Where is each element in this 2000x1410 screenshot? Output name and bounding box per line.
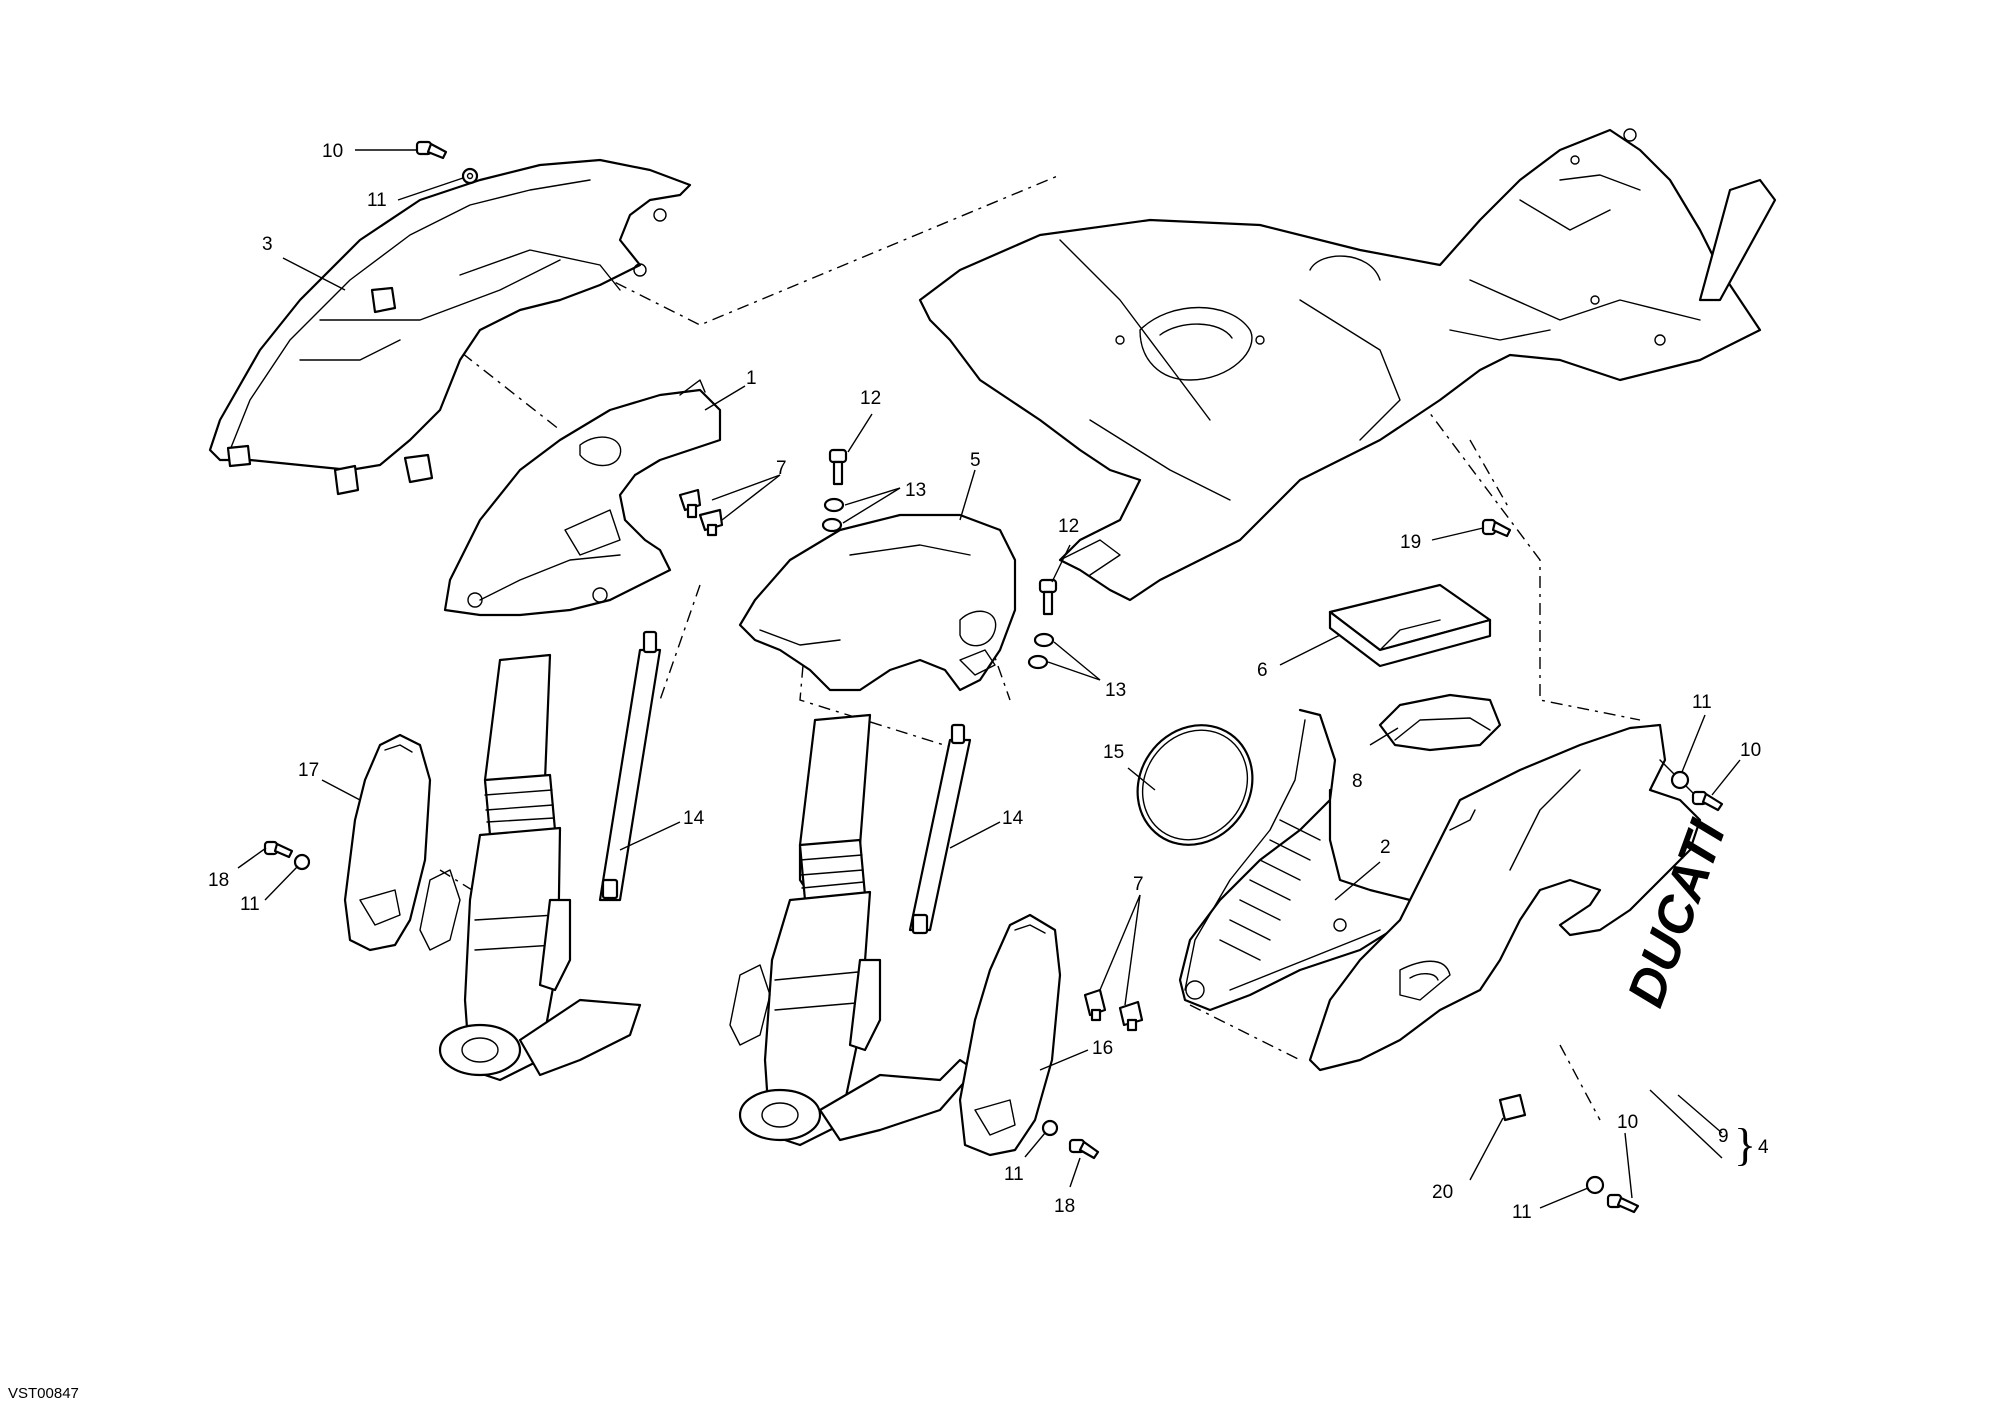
callout-14: 14 <box>683 808 705 829</box>
part-16-fork-guard-right <box>958 913 1062 1157</box>
washer-11-left <box>293 853 311 871</box>
callout-11: 11 <box>367 190 387 211</box>
callout-11: 11 <box>1004 1164 1024 1185</box>
callout-9: 9 <box>1718 1126 1729 1147</box>
clip-7-d <box>1118 1000 1144 1032</box>
screw-18-right <box>1068 1138 1100 1160</box>
callout-18: 18 <box>208 870 229 891</box>
callout-brace: } <box>1734 1119 1756 1170</box>
callout-16: 16 <box>1092 1038 1113 1059</box>
callout-7: 7 <box>1133 874 1144 895</box>
part-5-front-mudguard <box>738 513 1017 692</box>
callout-13: 13 <box>905 480 926 501</box>
washer-11-bottom <box>1585 1175 1605 1195</box>
callout-20: 20 <box>1432 1182 1453 1203</box>
washer-13-upper-a <box>823 497 845 513</box>
callout-3: 3 <box>262 234 273 255</box>
callout-12: 12 <box>1058 516 1079 537</box>
callout-2: 2 <box>1380 837 1391 858</box>
callout-6: 6 <box>1257 660 1268 681</box>
callout-17: 17 <box>298 760 319 781</box>
right-fork-assembly <box>729 713 977 1147</box>
washer-11-top <box>461 167 479 185</box>
washer-13-lower-b <box>1027 654 1049 670</box>
clip-7-c <box>1083 988 1107 1022</box>
part-15-seal-ring <box>1136 724 1254 846</box>
callout-10: 10 <box>1617 1112 1638 1133</box>
washer-13-lower-a <box>1033 632 1055 648</box>
screw-10-top <box>415 140 448 160</box>
washer-13-upper-b <box>821 517 843 533</box>
screw-12-upper <box>828 448 848 486</box>
left-fork-assembly <box>419 630 662 1082</box>
frame-subframe <box>918 128 1777 602</box>
callout-labels: 10 11 3 1 7 12 13 5 12 13 19 6 17 18 11 … <box>208 141 1769 1223</box>
callout-14: 14 <box>1002 808 1024 829</box>
callout-10: 10 <box>1740 740 1761 761</box>
part-3-upper-fairing <box>208 158 692 496</box>
callout-11: 11 <box>1512 1202 1532 1223</box>
callout-18: 18 <box>1054 1196 1075 1217</box>
callout-7: 7 <box>776 458 787 479</box>
part-1-fairing-piece <box>443 379 722 617</box>
callout-19: 19 <box>1400 532 1421 553</box>
washer-11-right-upper <box>1670 770 1690 790</box>
clip-20 <box>1498 1093 1527 1122</box>
callout-11: 11 <box>1692 692 1712 713</box>
callout-1: 1 <box>746 368 757 389</box>
drawing-code: VST00847 <box>8 1385 79 1402</box>
callout-11: 11 <box>240 894 260 915</box>
hardware <box>263 140 1724 1214</box>
callout-8: 8 <box>1352 771 1363 792</box>
screw-18-left <box>263 840 294 859</box>
callout-12: 12 <box>860 388 881 409</box>
callout-10: 10 <box>322 141 343 162</box>
callout-4: 4 <box>1758 1137 1769 1158</box>
screw-10-bottom <box>1606 1193 1640 1214</box>
part-17-fork-guard-left <box>343 733 432 952</box>
clip-7-b <box>698 508 724 537</box>
callout-5: 5 <box>970 450 981 471</box>
part-6-manual-kit <box>1328 583 1492 668</box>
clip-7-a <box>678 488 702 519</box>
screw-12-lower <box>1038 578 1058 616</box>
screw-10-right-upper <box>1691 790 1724 812</box>
part-2-air-duct <box>1178 708 1412 1012</box>
callout-15: 15 <box>1103 742 1124 763</box>
leader-lines <box>237 149 1741 1209</box>
washer-11-right-lower <box>1041 1119 1059 1137</box>
callout-13: 13 <box>1105 680 1126 701</box>
screw-19 <box>1481 518 1512 538</box>
part-8-pad <box>1378 693 1502 752</box>
